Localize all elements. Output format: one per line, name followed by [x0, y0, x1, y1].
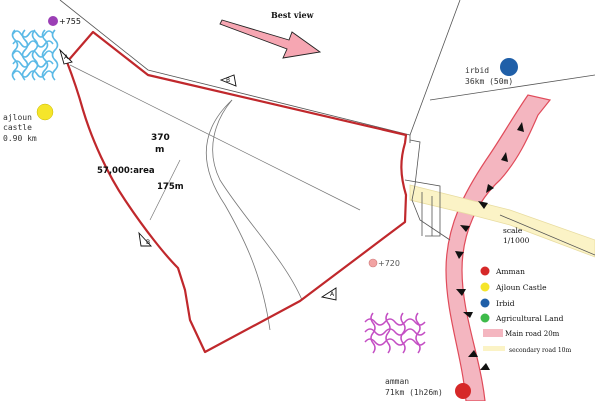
agricultural-waves [364, 312, 426, 354]
legend-label: Ajloun Castle [495, 283, 547, 292]
water-wave [31, 29, 39, 81]
legend: Amman Ajloun Castle Irbid Agricultural L… [480, 266, 571, 354]
ajloun-distance: 0.90 km [3, 134, 37, 143]
legend-label: Irbid [496, 299, 515, 308]
plot-boundary [65, 30, 408, 354]
best-view-label: Best view [271, 10, 315, 20]
legend-swatch [480, 298, 490, 308]
water-wave [12, 60, 54, 68]
legend-item-main-road: Main road 20m [483, 329, 560, 338]
amman-distance: 71km (1h26m) [385, 388, 443, 397]
context-lines [59, 0, 595, 256]
road-arrow [486, 184, 494, 193]
dimension-lines [69, 64, 361, 221]
ajloun-line2: castle [3, 123, 32, 132]
dimension-short-label: 175m [157, 182, 184, 192]
section-mark-label: A [330, 291, 335, 298]
road-direction-arrows [455, 122, 524, 370]
section-marker-a-bottom: A [320, 287, 337, 301]
agri-wave [364, 328, 426, 336]
irbid-name: irbid [465, 66, 489, 75]
road-arrow [478, 201, 488, 209]
legend-label: Main road 20m [505, 330, 560, 338]
ajloun-castle-dot [36, 103, 54, 121]
water-wave [21, 29, 29, 81]
irbid-distance: 36km (50m) [465, 77, 513, 86]
section-mark-label: B [146, 239, 150, 246]
ajloun-castle-marker: ajloun castle 0.90 km [3, 103, 54, 143]
amman-name: amman [385, 377, 409, 386]
section-marker-b-top: B [219, 74, 237, 87]
road-arrow [517, 122, 524, 132]
legend-swatch-main-road [483, 329, 503, 337]
water-wave [12, 70, 54, 78]
water-wave [12, 40, 54, 48]
elevation-dot-mid [368, 258, 378, 268]
legend-item: Irbid [480, 298, 515, 308]
legend-swatch [480, 313, 490, 323]
water-waves [11, 29, 59, 81]
elevation-dot-top [48, 16, 58, 26]
road-arrow [460, 225, 470, 232]
contour-lines [205, 99, 303, 331]
agri-wave [370, 312, 376, 354]
section-marker-a-top: A [59, 48, 73, 65]
legend-label: Amman [495, 267, 525, 276]
ajloun-line1: ajloun [3, 113, 32, 122]
legend-item-secondary-road: secondary road 10m [483, 346, 571, 354]
section-mark-label: A [64, 54, 69, 61]
road-arrow [468, 350, 478, 357]
amman-dot [455, 383, 471, 399]
agri-wave [415, 312, 421, 354]
legend-item: Amman [480, 266, 525, 276]
road-arrow [463, 312, 473, 318]
elevation-mid-label: +720 [378, 259, 400, 268]
water-wave [12, 30, 54, 38]
water-wave [12, 50, 54, 58]
agri-wave [364, 318, 426, 326]
dimension-long-label: 370 [151, 133, 170, 143]
best-view-arrow: Best view [219, 10, 322, 59]
legend-swatch [480, 266, 490, 276]
water-wave [11, 29, 19, 81]
scale-label: scale [503, 226, 523, 235]
irbid-dot [500, 58, 518, 76]
road-arrow [456, 289, 466, 296]
legend-label: secondary road 10m [509, 347, 571, 354]
agri-wave [385, 312, 391, 354]
legend-swatch [480, 282, 490, 292]
irbid-marker: irbid 36km (50m) [465, 58, 518, 86]
legend-label: Agricultural Land [495, 314, 564, 323]
area-label: 57,000:area [97, 166, 155, 176]
road-arrow [455, 251, 464, 259]
agri-wave [364, 338, 426, 346]
amman-marker: amman 71km (1h26m) [385, 377, 471, 399]
water-wave [41, 29, 49, 81]
section-marker-b-bottom: B [138, 231, 153, 247]
legend-item: Agricultural Land [480, 313, 564, 323]
legend-item: Ajloun Castle [480, 282, 547, 292]
main-road [445, 94, 552, 401]
elevation-top-label: +755 [59, 17, 81, 26]
road-arrow [480, 363, 490, 370]
scale-value: 1/1000 [503, 236, 530, 245]
section-markers: A B B A [59, 48, 337, 301]
legend-swatch-secondary-road [483, 346, 505, 351]
secondary-road [409, 184, 595, 258]
section-mark-label: B [226, 77, 230, 84]
agri-wave [400, 312, 406, 354]
dimension-long-unit: m [155, 145, 164, 155]
water-wave [51, 29, 59, 81]
road-arrow [501, 152, 508, 162]
